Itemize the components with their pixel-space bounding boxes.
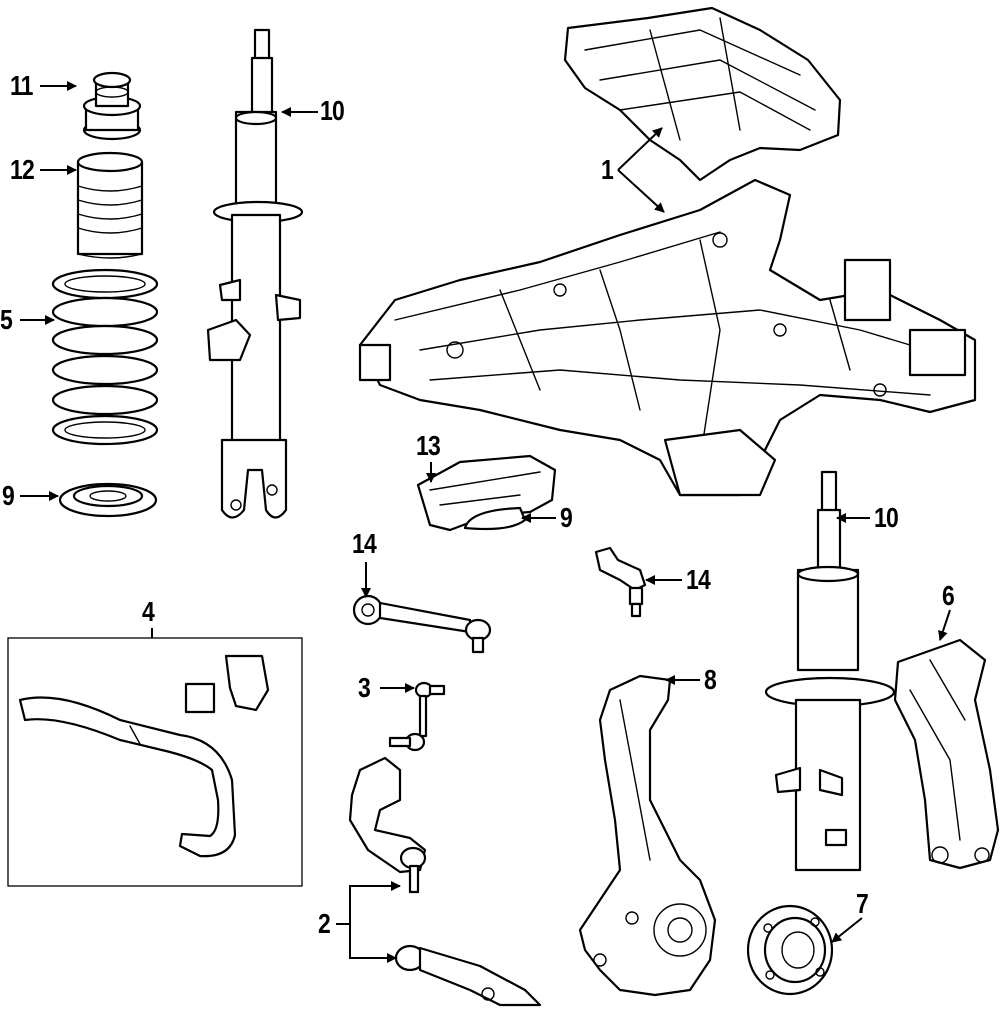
callout-1-frame: 1 [601, 154, 614, 185]
spring-insulator-left [58, 482, 158, 518]
strut-assembly-left [206, 28, 304, 519]
callout-9-insulator-left: 9 [2, 480, 15, 511]
leader-lines [20, 81, 951, 963]
callout-7-hub-bearing: 7 [856, 888, 869, 919]
callout-14-tie-rod-left: 14 [352, 528, 377, 559]
callout-3-stabilizer-link: 3 [358, 672, 371, 703]
upper-control-arm [348, 756, 427, 894]
stabilizer-bar-kit [7, 637, 303, 887]
tie-rod-left [352, 594, 492, 654]
hub-bearing [746, 904, 834, 996]
lower-control-arm [394, 944, 542, 1007]
callout-10-strut-right: 10 [874, 502, 899, 533]
stabilizer-link [388, 681, 446, 752]
steering-knuckle [578, 674, 717, 997]
subframe [358, 6, 977, 497]
callout-13-shield: 13 [416, 430, 441, 461]
callout-4-stabilizer-bar: 4 [142, 596, 155, 627]
callout-8-knuckle: 8 [704, 664, 717, 695]
strut-mount [82, 71, 142, 141]
coil-spring [51, 268, 159, 446]
callout-9-insulator-right: 9 [560, 502, 573, 533]
callout-10-strut-left: 10 [320, 95, 345, 126]
dust-boot [76, 151, 144, 259]
callout-2-control-arm: 2 [318, 908, 331, 939]
callout-6-knuckle-arm: 6 [942, 580, 955, 611]
callout-11-strut-mount: 11 [10, 70, 33, 101]
tie-rod-right [594, 546, 647, 618]
callout-14-tie-rod-right: 14 [686, 564, 711, 595]
knuckle-arm [893, 638, 1000, 870]
insulator-pad-right [463, 506, 527, 531]
callout-12-dust-boot: 12 [10, 154, 35, 185]
callout-5-coil-spring: 5 [0, 304, 13, 335]
strut-assembly-right [764, 470, 896, 872]
